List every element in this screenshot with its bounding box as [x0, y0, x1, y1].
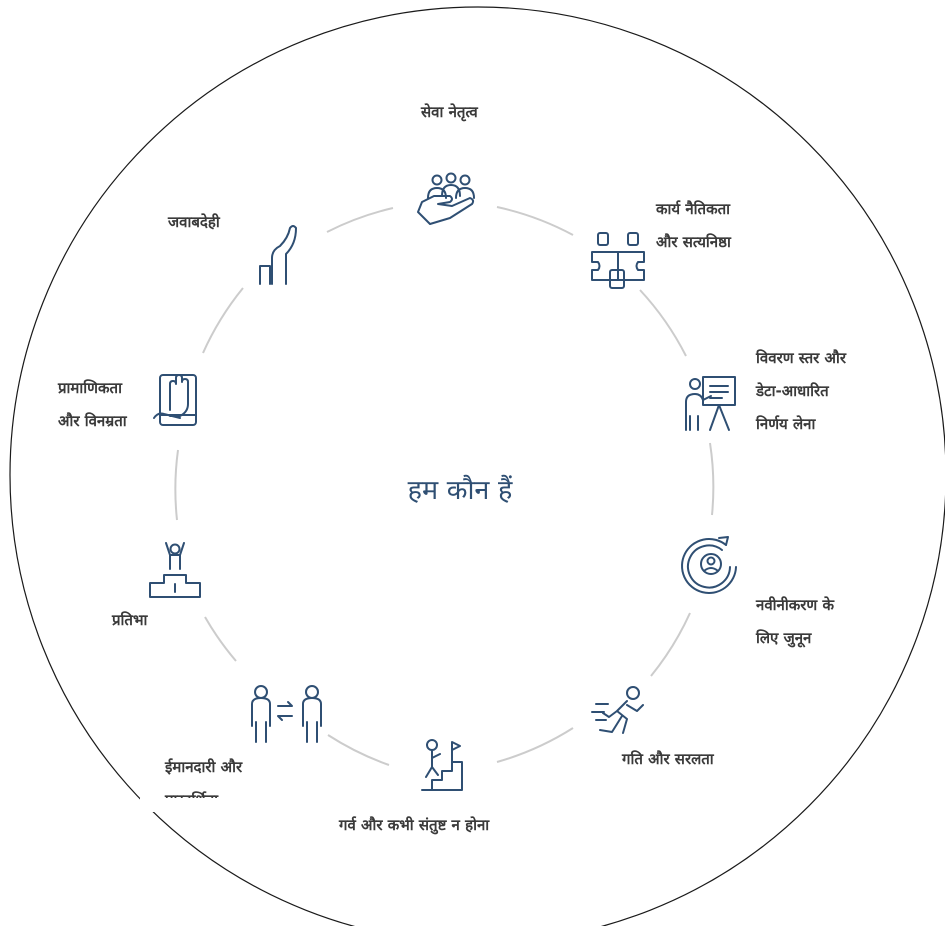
raised-hand-icon	[259, 225, 297, 285]
outer-circle	[9, 6, 945, 926]
label-authenticity: प्रामाणिकताऔर विनम्रता	[58, 379, 127, 430]
label-innovation: नवीनीकरण केलिए जुनून	[756, 596, 835, 647]
inner-ring	[174, 206, 715, 766]
label-pride: गर्व और कभी संतुष्ट न होना	[339, 816, 490, 834]
label-work-ethic: कार्य नैतिकताऔर सत्यनिष्ठा	[656, 200, 731, 251]
label-talent: प्रतिभा	[112, 611, 148, 629]
exchange-people-icon	[251, 685, 322, 743]
hand-oath-book-icon	[153, 374, 197, 426]
helping-hand-group-icon	[417, 172, 475, 225]
puzzle-team-icon	[591, 232, 645, 289]
label-clip-mask	[140, 798, 290, 812]
label-accountability: जवाबदेही	[168, 213, 220, 231]
center-title: हम कौन हैं	[407, 475, 513, 506]
label-speed: गति और सरलता	[622, 750, 714, 768]
climbing-stairs-flag-icon	[421, 739, 463, 791]
podium-winner-icon	[149, 542, 201, 598]
running-person-icon	[591, 686, 644, 734]
refresh-person-icon	[681, 536, 737, 594]
label-servant-leadership: सेवा नेतृत्व	[421, 103, 478, 121]
presentation-board-icon	[685, 376, 736, 431]
